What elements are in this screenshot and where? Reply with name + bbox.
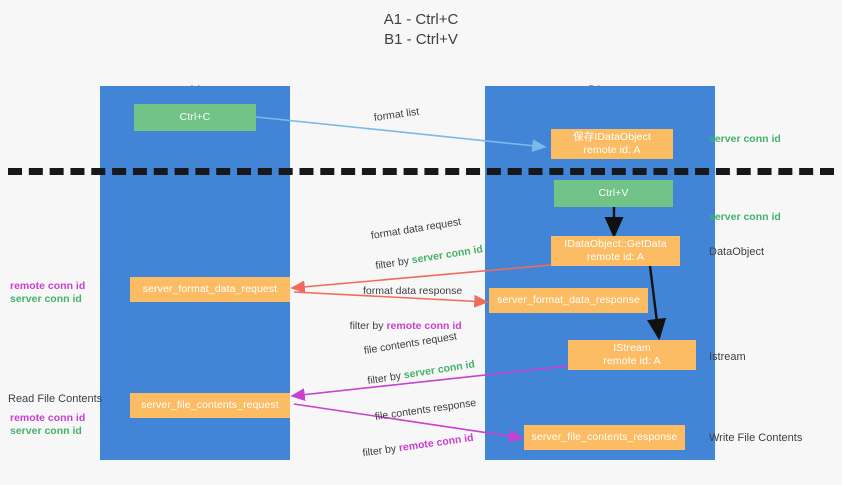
node-server-file-contents-response[interactable]: server_file_contents_response <box>524 425 685 450</box>
right-label-write-file-contents: Write File Contents <box>709 432 803 444</box>
left-label-server-conn-id-2: server conn id <box>10 425 82 437</box>
remote-conn-id-text: remote conn id <box>398 431 475 455</box>
filter-by-text: filter by <box>366 369 405 388</box>
node-server-file-contents-request[interactable]: server_file_contents_request <box>130 393 290 418</box>
left-label-server-conn-id-1: server conn id <box>10 293 82 305</box>
node-ctrl-v[interactable]: Ctrl+V <box>554 180 673 207</box>
right-label-dataobject: DataObject <box>709 246 765 258</box>
node-save-idataobject[interactable]: 保存IDataObject remote id: A <box>551 129 673 159</box>
left-label-remote-conn-id-1: remote conn id <box>10 280 86 292</box>
left-label-remote-conn-id-2: remote conn id <box>10 412 86 424</box>
filter-by-text: filter by <box>374 254 413 273</box>
edge-label-file-contents-response-filter: filter by remote conn id <box>348 417 476 476</box>
server-conn-id-text: server conn id <box>402 358 476 382</box>
right-label-server-conn-id-top: server conn id <box>709 133 781 145</box>
remote-conn-id-text: remote conn id <box>386 320 462 332</box>
left-label-read-file-contents: Read File Contents <box>8 393 103 405</box>
edge-label-format-data-response-filter: filter by remote conn id <box>338 305 462 347</box>
right-label-server-conn-id-second: server conn id <box>709 211 781 223</box>
edge-label-format-list: format list <box>373 105 420 124</box>
node-istream[interactable]: IStream remote id: A <box>568 340 696 370</box>
server-conn-id-text: server conn id <box>410 243 484 267</box>
edge-label-format-data-response: format data response <box>363 285 463 297</box>
filter-by-text: filter by <box>349 320 387 332</box>
filter-by-text: filter by <box>361 442 400 460</box>
node-idataobject-getdata[interactable]: IDataObject::GetData remote id: A <box>551 236 680 266</box>
phase-divider <box>8 168 834 175</box>
node-server-format-data-response[interactable]: server_format_data_response <box>489 288 648 313</box>
right-label-istream: Istream <box>709 351 746 363</box>
node-server-format-data-request[interactable]: server_format_data_request <box>130 277 290 302</box>
page-title: A1 - Ctrl+C B1 - Ctrl+V <box>383 11 459 48</box>
node-ctrl-c[interactable]: Ctrl+C <box>134 104 256 131</box>
